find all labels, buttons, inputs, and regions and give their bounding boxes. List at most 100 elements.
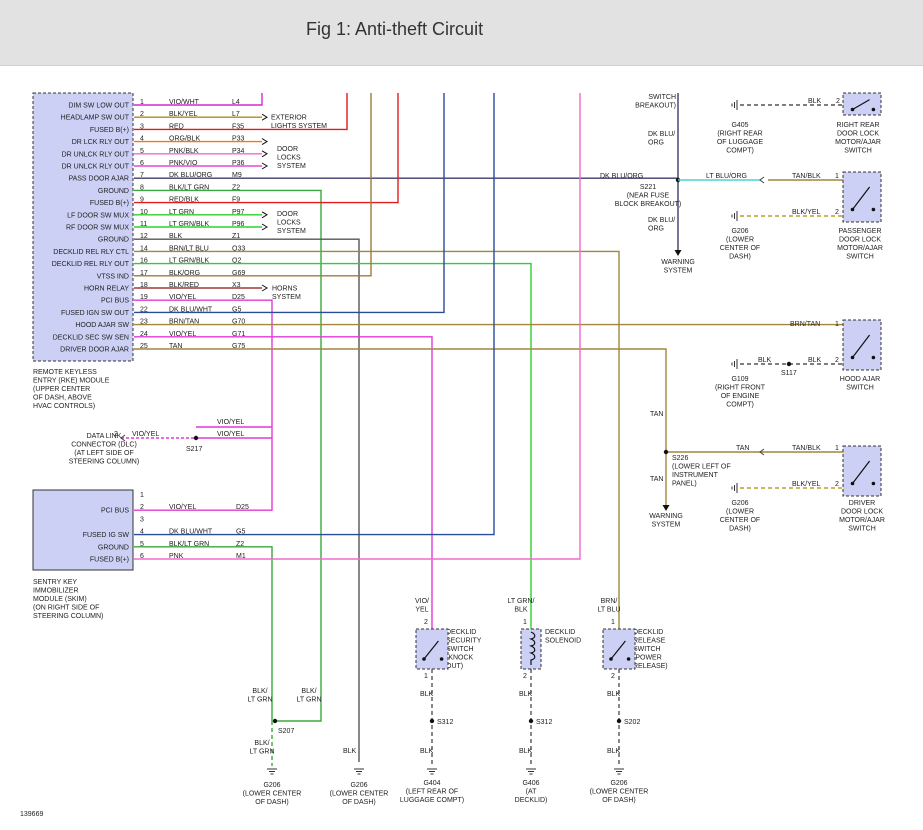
decklid_release-name: SWITCH [633, 646, 661, 653]
rke-circuit-code: X3 [232, 282, 241, 289]
connector-chevron-icon [759, 176, 765, 184]
driver-switch-contact [852, 460, 871, 484]
rke-module-caption: REMOTE KEYLESS [33, 369, 97, 376]
rke-module-caption: (UPPER CENTER [33, 386, 90, 393]
driver-caption: MOTOR/AJAR [839, 517, 885, 524]
decklid_release-splice-dot [616, 718, 622, 724]
wire-label: ORG [648, 226, 664, 233]
label-layer: REMOTE KEYLESS ENTRY (RKE) MODULE(UPPER C… [20, 94, 885, 818]
skim-wire-color: BLK/LT GRN [169, 541, 209, 548]
rke-pin-number: 18 [140, 282, 148, 289]
pin-number: 2 [835, 481, 839, 488]
decklid_release-ground-label: (LOWER CENTER [590, 789, 649, 796]
arrow-door-locks-icon [261, 150, 268, 158]
passenger-switch-pivot [850, 207, 855, 212]
decklid_release-name: RELEASE [633, 638, 666, 645]
skim-module-caption: (ON RIGHT SIDE OF [33, 605, 99, 612]
s117-label: S117 [781, 370, 797, 377]
rke-pin-name: FUSED B(+) [90, 200, 129, 207]
arrow-door-locks-icon [261, 211, 268, 219]
driver-switch [842, 445, 882, 497]
g206-label: (LOWER CENTER [330, 791, 389, 798]
decklid_release-name: (POWER [633, 655, 662, 662]
decklid_release-name: RELEASE) [633, 663, 668, 670]
skim-wire-color: PNK [169, 553, 184, 560]
s207-label: S207 [278, 728, 294, 735]
driver-switch-pivot [850, 481, 855, 486]
wire-label: YEL [415, 607, 428, 614]
g206-label: G206 [263, 782, 280, 789]
wire-label: BLK/YEL [792, 481, 821, 488]
skim-module-box [32, 489, 134, 571]
wire-label: BLK [420, 748, 434, 755]
g206-label: CENTER OF [720, 245, 760, 252]
rke-pin-name: DIM SW LOW OUT [68, 103, 129, 110]
decklid_solenoid-name: DECKLID [545, 629, 575, 636]
rke-wire-color: ORG/BLK [169, 136, 200, 143]
rke-module-caption: ENTRY (RKE) MODULE [33, 378, 110, 385]
rke-pin-name: DR UNLCK RLY OUT [62, 151, 130, 158]
solenoid-coil-icon [528, 631, 536, 665]
decklid_security-switch-box [415, 628, 449, 670]
hood-caption: HOOD AJAR [840, 376, 880, 383]
right-rear-caption: DOOR LOCK [837, 131, 879, 138]
wire-label: LT BLU/ORG [706, 173, 747, 180]
wire-decklid-rel-out [134, 262, 532, 625]
decklid_security-ground-icon [427, 768, 437, 775]
door-locks-label: DOOR [277, 211, 298, 218]
rke-pin-name: RF DOOR SW MUX [66, 225, 129, 232]
passenger-caption: SWITCH [846, 254, 874, 261]
warning-system-label: WARNING [649, 513, 683, 520]
wire-label: TAN/BLK [792, 173, 821, 180]
pin-number: 2 [835, 209, 839, 216]
rke-wire-color: BLK/RED [169, 282, 199, 289]
pin-number: 1 [835, 321, 839, 328]
rke-pin-number: 7 [140, 172, 144, 179]
decklid_security-name: OUT) [446, 663, 463, 670]
wire-label: BLK [758, 357, 772, 364]
wire-label: ORG [648, 140, 664, 147]
wire-label: BLK [514, 607, 528, 614]
skim-module-caption: MODULE (SKIM) [33, 596, 87, 603]
rke-wire-color: BLK/ORG [169, 270, 200, 277]
wire-label: LT GRN [249, 749, 274, 756]
rke-wire-color: BRN/TAN [169, 319, 199, 326]
rke-wire-color: BLK [169, 233, 183, 240]
rke-pin-number: 10 [140, 209, 148, 216]
decklid_solenoid-splice-label: S312 [536, 719, 552, 726]
wire-layer [120, 93, 843, 766]
arrow-door-locks-icon [261, 162, 268, 170]
wire-vtss-ind [134, 93, 372, 277]
rke-pin-number: 16 [140, 258, 148, 265]
wire-label: BLK [607, 691, 621, 698]
dlc-label: (AT LEFT SIDE OF [74, 450, 134, 457]
rke-wire-color: RED/BLK [169, 197, 199, 204]
pin-number: 1 [835, 173, 839, 180]
rke-wire-color: PNK/BLK [169, 148, 199, 155]
rke-pin-name: HOOD AJAR SW [75, 322, 129, 329]
s117-splice-dot [786, 361, 792, 367]
rke-wire-color: DK BLU/WHT [169, 306, 213, 313]
door-locks-label: LOCKS [277, 154, 301, 161]
decklid_solenoid-splice-dot [528, 718, 534, 724]
rke-pin-number: 22 [140, 306, 148, 313]
wire-driver-door-ajar [134, 348, 667, 452]
rke-circuit-code: P96 [232, 221, 245, 228]
rke-pin-name: FUSED B(+) [90, 127, 129, 134]
skim-circuit-code: G5 [236, 529, 245, 536]
wire-label: BLK [808, 357, 822, 364]
exterior-lights-label: EXTERIOR [271, 115, 307, 122]
rke-pin-name: VTSS IND [97, 273, 129, 280]
wire-label: TAN [650, 411, 663, 418]
rke-pin-number: 2 [140, 111, 144, 118]
dlc-connector-chevron-icon [120, 434, 126, 442]
hood-caption: SWITCH [846, 385, 874, 392]
pin-number: 2 [523, 673, 527, 680]
decklid_security-splice-dot [429, 718, 435, 724]
wire-label: TAN/BLK [792, 445, 821, 452]
wire-label: DK BLU/ [648, 131, 675, 138]
wire-label: BLK/ [254, 740, 269, 747]
dlc-wire-up: VIO/YEL [217, 419, 244, 426]
hood-switch-terminal [871, 355, 876, 360]
rke-circuit-code: Z1 [232, 233, 240, 240]
